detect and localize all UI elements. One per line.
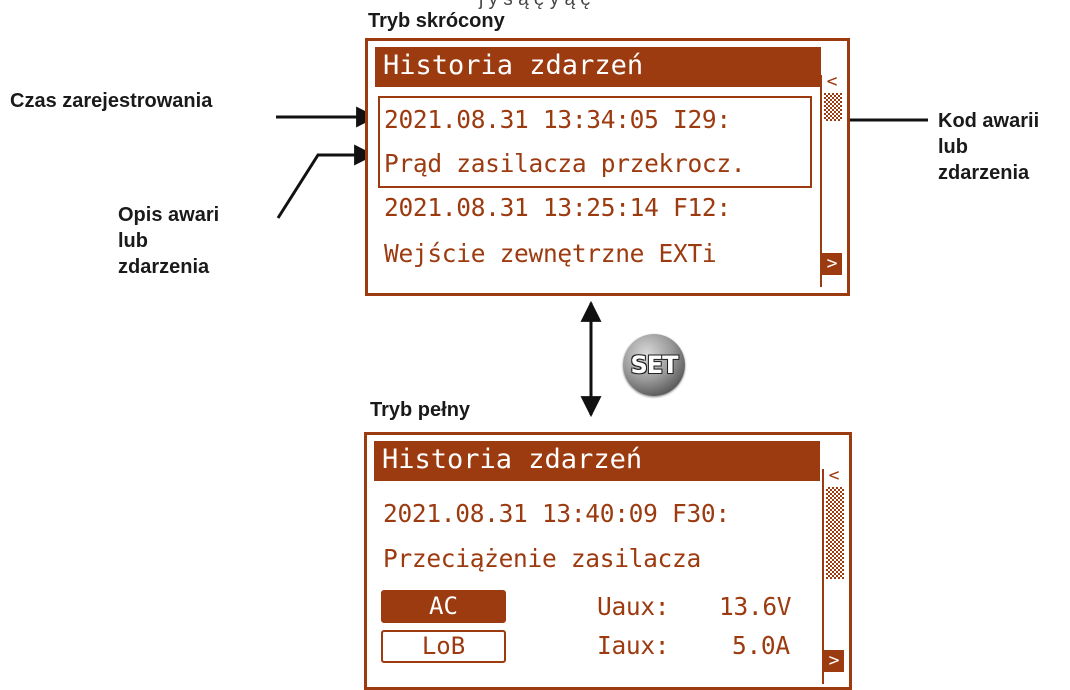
event-line: Wejście zewnętrzne EXTi <box>384 239 717 268</box>
lcd-screen-full: Historia zdarzeń < > 2021.08.31 13:40:09… <box>364 432 852 690</box>
annotation-code-line: Kod awarii <box>938 110 1040 132</box>
cut-top-text: j y ś ą ę y ą ę <box>0 0 1070 13</box>
scroll-down-icon[interactable]: > <box>822 253 842 275</box>
lob-status-badge: LoB <box>381 630 506 663</box>
uaux-value: 13.6V <box>719 592 792 621</box>
set-button[interactable]: SET <box>623 334 685 396</box>
annotation-description: Opis awari lub zdarzenia <box>118 202 219 280</box>
event-line: Prąd zasilacza przekrocz. <box>384 149 746 178</box>
uaux-label: Uaux: <box>597 592 670 621</box>
set-button-label: SET <box>630 351 678 379</box>
full-mode-label: Tryb pełny <box>370 399 471 421</box>
short-mode-label: Tryb skrócony <box>368 10 505 32</box>
event-line: 2021.08.31 13:40:09 F30: <box>383 499 730 528</box>
scroll-up-icon[interactable]: < <box>822 71 842 93</box>
lcd-screen-short: Historia zdarzeń < > 2021.08.31 13:34:05… <box>365 38 850 296</box>
selected-entry-box[interactable] <box>378 96 812 188</box>
annotation-description-line: Opis awari <box>118 204 220 226</box>
lcd-title: Historia zdarzeń <box>375 47 821 87</box>
event-line: 2021.08.31 13:25:14 F12: <box>384 193 731 222</box>
event-line: 2021.08.31 13:34:05 I29: <box>384 105 731 134</box>
annotation-code-line: zdarzenia <box>938 162 1030 184</box>
iaux-label: Iaux: <box>597 631 670 660</box>
annotation-time: Czas zarejestrowania <box>10 90 213 112</box>
scrollbar[interactable] <box>820 75 842 287</box>
scrollbar-thumb[interactable] <box>824 91 842 121</box>
annotation-description-line: lub <box>118 230 148 252</box>
annotation-code: Kod awarii lub zdarzenia <box>938 108 1039 186</box>
scroll-up-icon[interactable]: < <box>824 465 844 487</box>
scrollbar-thumb[interactable] <box>826 487 844 579</box>
annotation-description-line: zdarzenia <box>118 256 210 278</box>
scroll-down-icon[interactable]: > <box>824 650 844 672</box>
arrow-description <box>276 144 376 219</box>
annotation-code-line: lub <box>938 136 968 158</box>
iaux-value: 5.0A <box>732 631 790 660</box>
ac-status-badge: AC <box>381 590 506 623</box>
scrollbar[interactable] <box>822 469 844 684</box>
event-line: Przeciążenie zasilacza <box>383 544 701 573</box>
lcd-title: Historia zdarzeń <box>374 441 820 481</box>
